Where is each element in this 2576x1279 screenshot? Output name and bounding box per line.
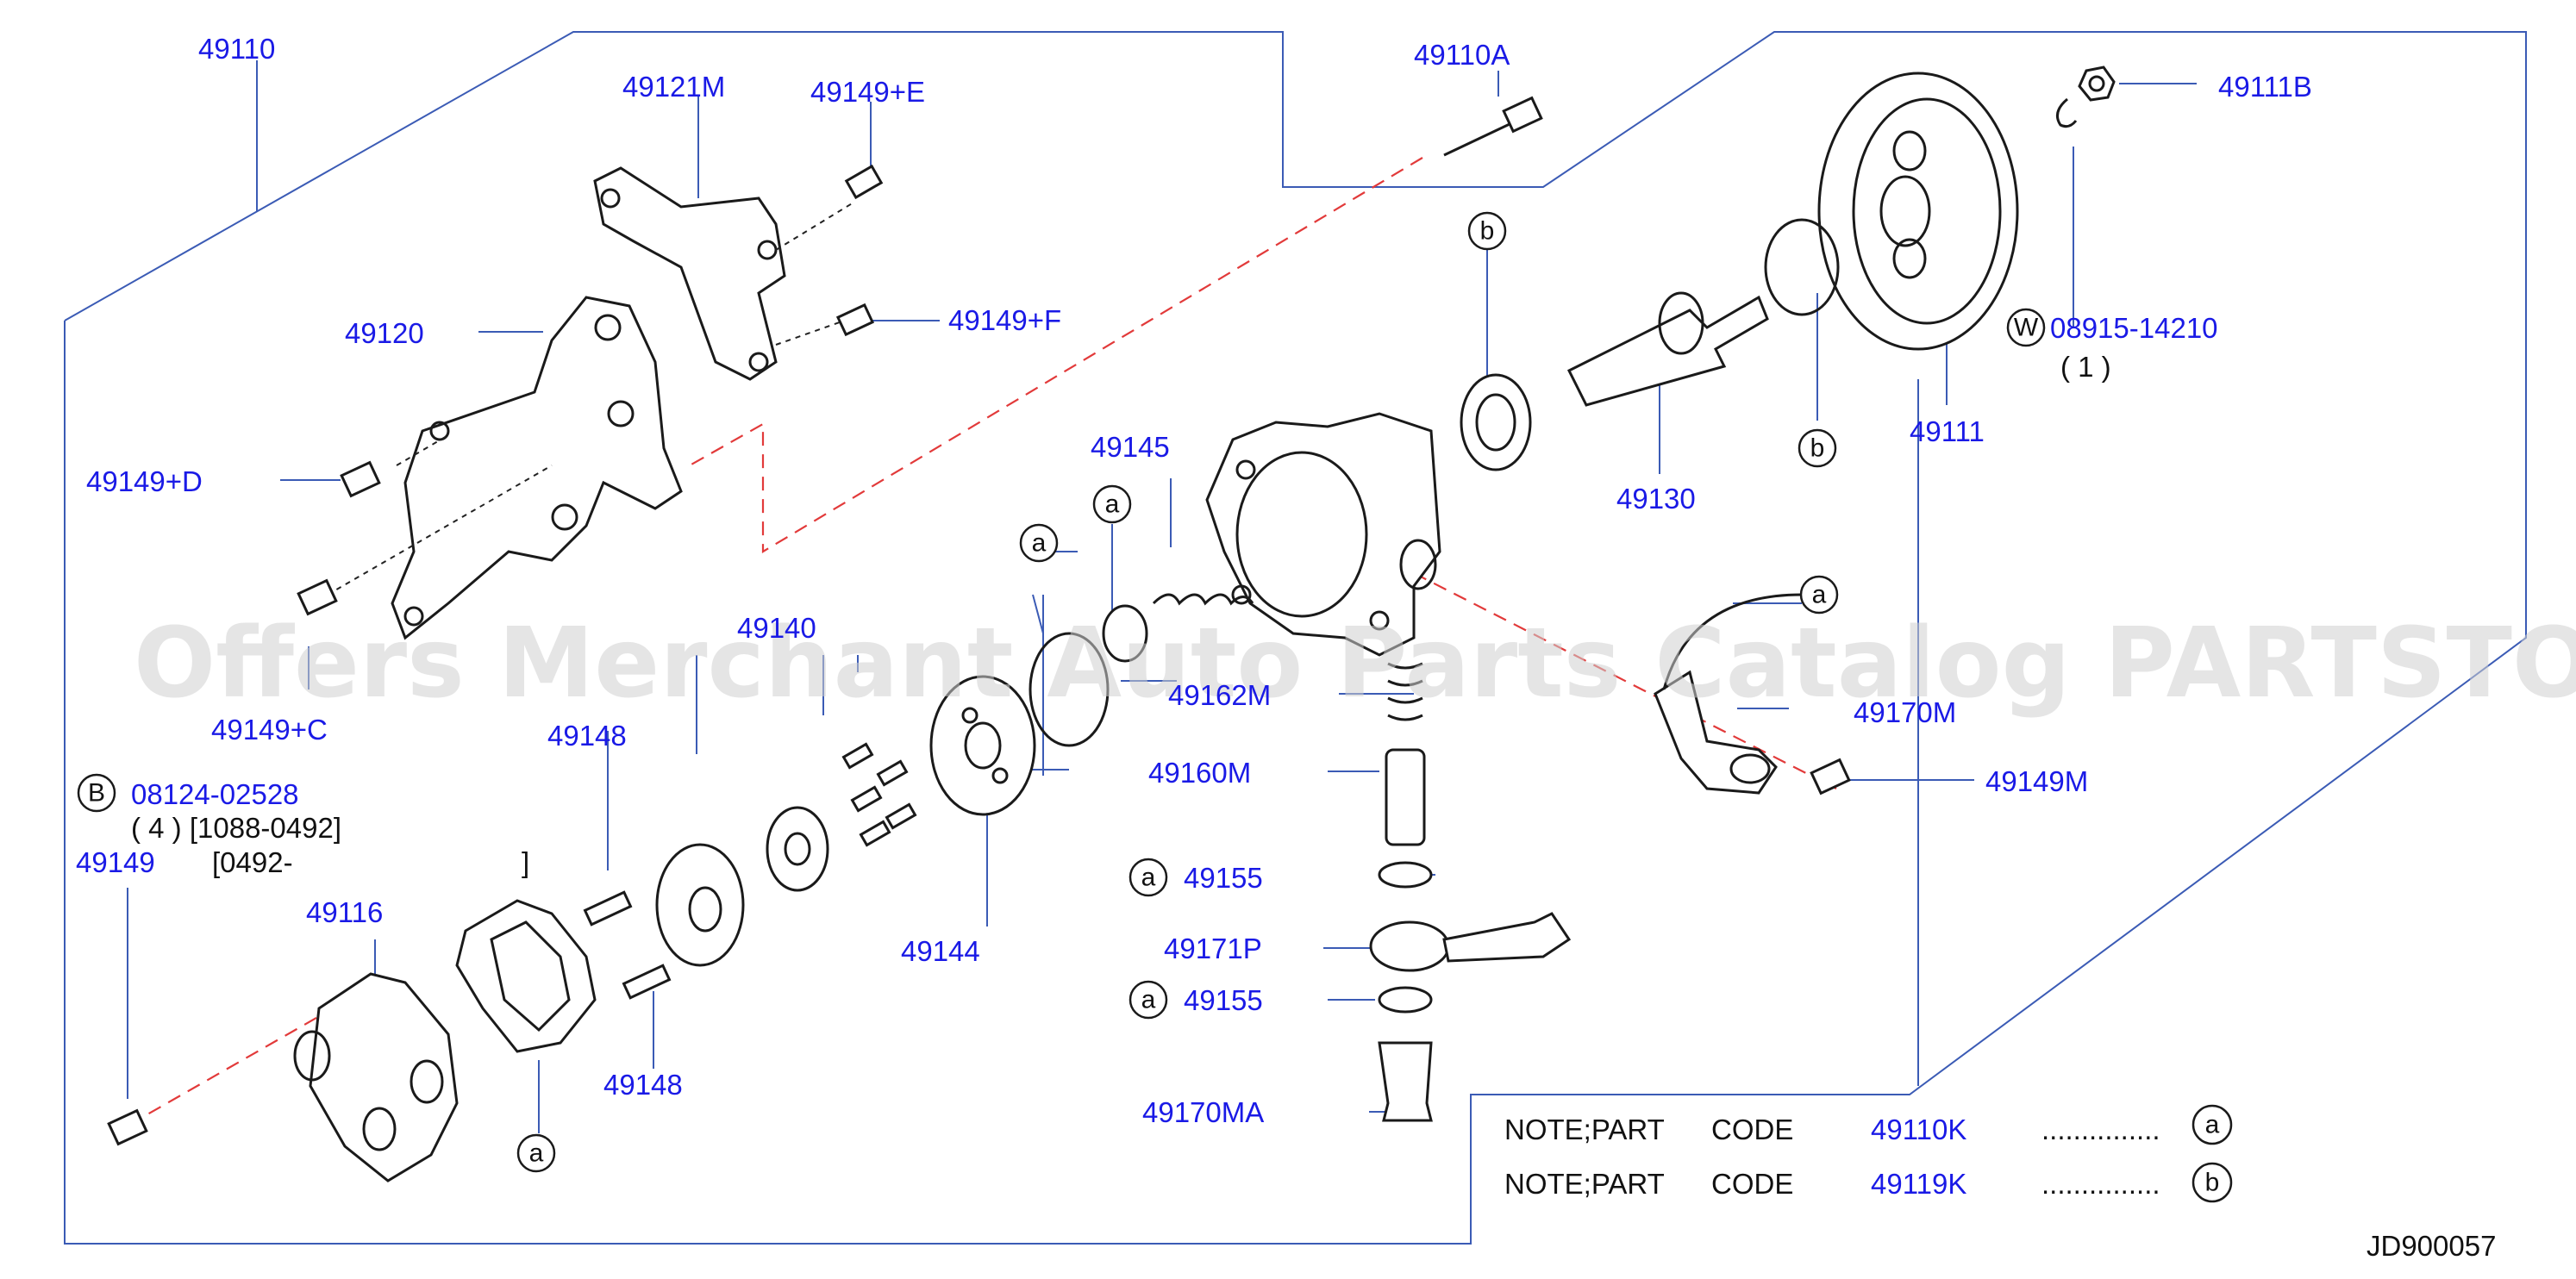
note-2-code[interactable]: 49119K (1871, 1168, 1966, 1200)
label-08915-qty: ( 1 ) (2060, 351, 2111, 383)
note-1-marker: a (2205, 1111, 2220, 1139)
notes: NOTE;PART CODE 49110K ............... a … (1504, 1104, 2233, 1203)
label-49110A[interactable]: 49110A (1414, 39, 1510, 71)
leader-lines (127, 60, 2197, 1133)
label-49160M[interactable]: 49160M (1148, 757, 1251, 789)
marker-a-washer-upper: a (1129, 858, 1168, 897)
note-2-marker: b (2205, 1169, 2220, 1197)
label-49171P[interactable]: 49171P (1164, 933, 1262, 964)
marker-a-washer-lower: a (1129, 980, 1168, 1020)
label-08124-qty: ( 4 ) [1088-0492] (131, 812, 341, 844)
watermark: Offers Merchant Auto Parts Catalog PARTS… (134, 608, 2576, 720)
label-49121M[interactable]: 49121M (622, 71, 725, 103)
marker-a-spring: a (1092, 484, 1132, 524)
marker-a-gasket: a (516, 1133, 556, 1173)
label-49144[interactable]: 49144 (901, 935, 980, 967)
marker-a-oring: a (1019, 523, 1059, 563)
label-49149M[interactable]: 49149M (1985, 765, 2088, 797)
label-49148-upper[interactable]: 49148 (547, 720, 627, 752)
label-49116[interactable]: 49116 (306, 896, 383, 928)
label-49148-lower[interactable]: 49148 (603, 1069, 683, 1101)
svg-text:a: a (1141, 986, 1156, 1014)
label-49111[interactable]: 49111 (1910, 415, 1985, 447)
svg-text:W: W (2014, 314, 2039, 342)
label-49170M[interactable]: 49170M (1854, 696, 1956, 728)
note-1-dots: ............... (2041, 1114, 2160, 1145)
label-49149F[interactable]: 49149+F (948, 304, 1061, 336)
marker-b-ring: b (1798, 428, 1837, 468)
marker-B: B (77, 773, 116, 813)
label-49110[interactable]: 49110 (198, 33, 275, 65)
label-49145[interactable]: 49145 (1091, 431, 1170, 463)
svg-text:a: a (1812, 581, 1827, 609)
note-2-word: CODE (1711, 1168, 1793, 1200)
label-49155-upper[interactable]: 49155 (1184, 862, 1263, 894)
label-49149-range-close: ] (522, 846, 529, 878)
callout-labels: 49110 49121M 49149+E 49110A 49111B 49120… (76, 33, 2312, 1128)
note-2-prefix: NOTE;PART (1504, 1168, 1665, 1200)
alignment-line-bottom (128, 1003, 341, 1126)
note-1-code[interactable]: 49110K (1871, 1114, 1966, 1145)
diagram-code: JD900057 (2367, 1230, 2496, 1262)
label-49155-lower[interactable]: 49155 (1184, 984, 1263, 1016)
label-49162M[interactable]: 49162M (1168, 679, 1271, 711)
marker-b-seal: b (1467, 211, 1507, 251)
marker-w: W (2006, 308, 2046, 347)
svg-text:a: a (1032, 529, 1047, 558)
svg-text:b: b (1810, 434, 1825, 463)
label-49149E[interactable]: 49149+E (810, 76, 925, 108)
svg-text:a: a (1105, 490, 1120, 519)
svg-text:a: a (1141, 864, 1156, 892)
label-49170MA[interactable]: 49170MA (1142, 1096, 1264, 1128)
svg-text:b: b (1480, 217, 1495, 246)
label-49130[interactable]: 49130 (1616, 483, 1696, 515)
part-illustrations (107, 66, 2116, 1182)
label-49149D[interactable]: 49149+D (86, 465, 203, 497)
label-49149C[interactable]: 49149+C (211, 714, 328, 746)
label-49120[interactable]: 49120 (345, 317, 424, 349)
svg-text:B: B (88, 779, 105, 808)
label-08124-02528[interactable]: 08124-02528 (131, 778, 299, 810)
svg-text:a: a (529, 1139, 544, 1168)
assembly-frame (64, 31, 2527, 1245)
note-1-prefix: NOTE;PART (1504, 1114, 1665, 1145)
label-49111B[interactable]: 49111B (2218, 71, 2312, 103)
alignment-line-right (1413, 572, 1837, 789)
note-1-word: CODE (1711, 1114, 1793, 1145)
circled-markers: b b W a a a B a a a (77, 211, 2046, 1173)
marker-a-elbow: a (1799, 575, 1839, 615)
alignment-line-main (689, 157, 1423, 553)
label-49140[interactable]: 49140 (737, 612, 816, 644)
label-49149-range: [0492- (212, 846, 293, 878)
label-49149[interactable]: 49149 (76, 846, 155, 878)
label-08915-14210[interactable]: 08915-14210 (2050, 312, 2218, 344)
note-row-1: NOTE;PART CODE 49110K ............... a (1504, 1104, 2233, 1145)
note-2-dots: ............... (2041, 1168, 2160, 1200)
note-row-2: NOTE;PART CODE 49119K ............... b (1504, 1162, 2233, 1203)
